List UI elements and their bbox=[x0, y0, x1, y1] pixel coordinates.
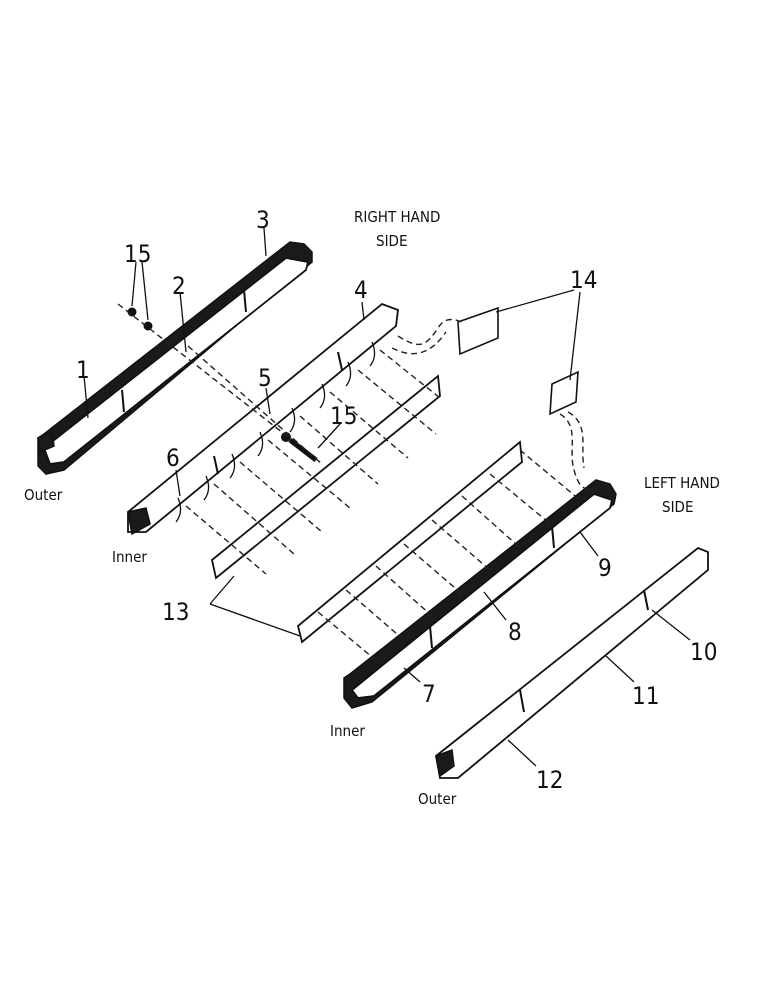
callout-14: 14 bbox=[570, 266, 597, 294]
inner-label-bottom: Inner bbox=[330, 722, 365, 740]
rail-inner-left bbox=[343, 479, 617, 709]
callout-10: 10 bbox=[690, 638, 717, 666]
left-hand-side-line2: SIDE bbox=[662, 498, 693, 516]
strip-lower bbox=[296, 440, 523, 644]
callout-2: 2 bbox=[172, 272, 186, 300]
inner-label-top: Inner bbox=[112, 548, 147, 566]
text-labels: RIGHT HAND SIDE LEFT HAND SIDE Outer Inn… bbox=[24, 208, 720, 808]
right-hand-side-line1: RIGHT HAND bbox=[354, 208, 440, 226]
outer-label-bottom: Outer bbox=[418, 790, 457, 808]
rail-outer-right bbox=[37, 241, 313, 475]
bracket-upper bbox=[457, 306, 499, 356]
nut-1 bbox=[127, 307, 137, 317]
rail-outer-left bbox=[435, 546, 709, 779]
callout-13: 13 bbox=[162, 598, 189, 626]
callout-9: 9 bbox=[598, 554, 612, 582]
alignment-lines bbox=[117, 303, 593, 663]
nut-2 bbox=[143, 321, 153, 331]
callout-1: 1 bbox=[76, 356, 90, 384]
callout-7: 7 bbox=[422, 680, 436, 708]
callout-8: 8 bbox=[508, 618, 522, 646]
strip-upper bbox=[211, 374, 441, 580]
outer-label-top: Outer bbox=[24, 486, 63, 504]
callout-labels: 1 2 3 4 5 6 7 8 9 10 11 12 13 14 15 15 bbox=[76, 206, 717, 794]
callout-6: 6 bbox=[166, 444, 180, 472]
callout-11: 11 bbox=[632, 682, 659, 710]
left-hand-side-line1: LEFT HAND bbox=[644, 474, 720, 492]
callout-3: 3 bbox=[256, 206, 270, 234]
callout-15-nuts: 15 bbox=[124, 240, 151, 268]
callout-15-bolt: 15 bbox=[330, 402, 357, 430]
callout-12: 12 bbox=[536, 766, 563, 794]
callout-5: 5 bbox=[258, 364, 272, 392]
leader-lines bbox=[83, 227, 691, 767]
right-hand-side-line2: SIDE bbox=[376, 232, 407, 250]
clip-row bbox=[175, 341, 376, 523]
bracket-lower bbox=[549, 370, 579, 416]
callout-4: 4 bbox=[354, 276, 368, 304]
